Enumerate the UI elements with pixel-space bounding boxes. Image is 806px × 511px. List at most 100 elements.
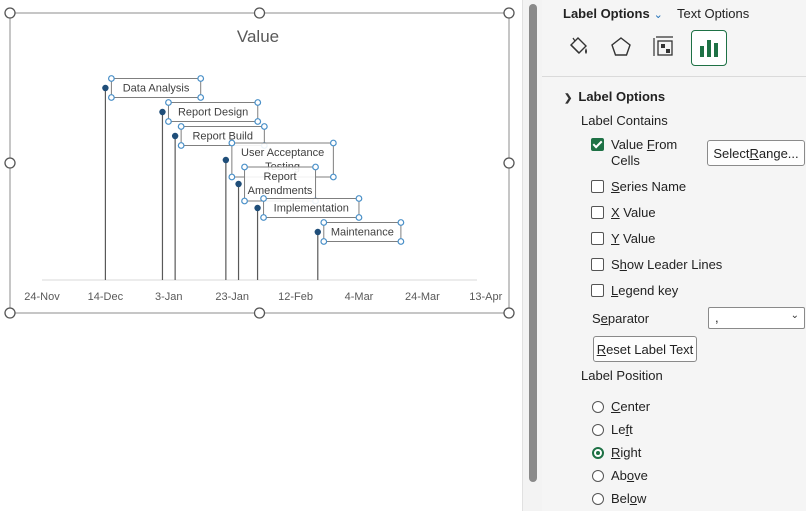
- label-selection-handle[interactable]: [197, 75, 205, 82]
- label-selection-handle[interactable]: [254, 118, 262, 125]
- data-label[interactable]: Report Build: [177, 123, 268, 149]
- checkbox-unchecked-icon: [591, 206, 604, 219]
- section-label-options-header[interactable]: ❯Label Options: [564, 89, 665, 104]
- checkbox-legend-key[interactable]: Legend key: [591, 283, 678, 298]
- data-label-box[interactable]: [110, 78, 202, 98]
- label-selection-handle[interactable]: [177, 142, 185, 149]
- checkbox-unchecked-icon: [591, 284, 604, 297]
- data-label[interactable]: Implementation: [260, 195, 363, 221]
- label-selection-handle[interactable]: [355, 195, 363, 202]
- data-label-box[interactable]: [244, 166, 317, 202]
- chart-resize-handle[interactable]: [4, 157, 16, 169]
- data-point-marker[interactable]: [102, 84, 109, 92]
- label-selection-handle[interactable]: [228, 139, 236, 147]
- label-selection-handle[interactable]: [320, 219, 328, 226]
- label-selection-handle[interactable]: [329, 173, 337, 181]
- radio-off-icon: [592, 400, 604, 413]
- label-selection-handle[interactable]: [312, 163, 319, 171]
- chart-resize-handle[interactable]: [503, 307, 515, 319]
- chart-resize-handle[interactable]: [4, 7, 16, 19]
- data-label-box[interactable]: [323, 222, 402, 242]
- label-selection-handle[interactable]: [165, 118, 172, 125]
- separator-label: Separator: [592, 311, 650, 326]
- legend-key-label: Legend key: [611, 283, 679, 298]
- collapse-triangle-icon: ❯: [564, 93, 573, 104]
- effects-icon[interactable]: [604, 30, 638, 64]
- data-label[interactable]: Report Design: [165, 99, 262, 125]
- label-selection-handle[interactable]: [254, 99, 262, 106]
- label-selection-handle[interactable]: [228, 173, 236, 181]
- radio-right[interactable]: Right: [592, 445, 641, 460]
- radio-below[interactable]: Below: [592, 491, 646, 506]
- label-selection-handle[interactable]: [397, 219, 405, 226]
- radio-off-icon: [592, 469, 604, 482]
- data-point-marker[interactable]: [235, 180, 242, 188]
- separator-dropdown[interactable]: , ⌄: [708, 307, 805, 329]
- chart-resize-handle[interactable]: [253, 307, 266, 319]
- chart-resize-handle[interactable]: [4, 307, 16, 319]
- data-label-text: Amendments: [248, 185, 313, 197]
- data-label-box[interactable]: [167, 102, 259, 122]
- label-selection-handle[interactable]: [397, 238, 405, 245]
- radio-above-label: Above: [611, 468, 648, 483]
- tab-label-options[interactable]: Label Options⌄: [563, 6, 663, 21]
- label-selection-handle[interactable]: [107, 75, 115, 82]
- data-point-marker[interactable]: [159, 108, 166, 116]
- radio-right-label: Right: [611, 445, 642, 460]
- scrollbar-thumb[interactable]: [529, 4, 537, 482]
- data-point-marker[interactable]: [314, 228, 321, 236]
- data-point-marker[interactable]: [171, 132, 179, 140]
- chart-resize-handle[interactable]: [503, 157, 515, 169]
- label-options-icon[interactable]: [691, 30, 727, 66]
- fill-line-icon[interactable]: [561, 30, 595, 64]
- label-selection-handle[interactable]: [177, 123, 185, 130]
- chart-resize-handle[interactable]: [253, 7, 266, 19]
- label-selection-handle[interactable]: [260, 195, 267, 202]
- pane-divider: [542, 76, 806, 77]
- data-label[interactable]: Data Analysis: [107, 75, 205, 101]
- checkbox-series-name[interactable]: Series Name: [591, 179, 686, 194]
- data-label[interactable]: Maintenance: [320, 219, 405, 245]
- vertical-scrollbar[interactable]: [522, 0, 543, 511]
- size-properties-icon[interactable]: [647, 30, 681, 64]
- label-selection-handle[interactable]: [329, 139, 337, 147]
- label-selection-handle[interactable]: [241, 163, 248, 171]
- checkbox-x-value[interactable]: X Value: [591, 205, 656, 220]
- label-selection-handle[interactable]: [241, 197, 248, 205]
- radio-left[interactable]: Left: [592, 422, 633, 437]
- x-tick-label: 24-Mar: [405, 291, 440, 303]
- label-selection-handle[interactable]: [355, 214, 363, 221]
- data-label-box[interactable]: [263, 198, 360, 218]
- x-tick-label: 12-Feb: [278, 291, 313, 303]
- label-selection-handle[interactable]: [107, 94, 115, 101]
- checkbox-value-from-cells[interactable]: Value From Cells: [591, 137, 677, 169]
- data-label-text: Implementation: [274, 203, 349, 215]
- chart-resize-handles[interactable]: [4, 7, 515, 319]
- radio-below-label: Below: [611, 491, 647, 506]
- checkbox-unchecked-icon: [591, 232, 604, 245]
- checkbox-show-leader-lines[interactable]: Show Leader Lines: [591, 257, 722, 272]
- radio-above[interactable]: Above: [592, 468, 648, 483]
- x-tick-label: 3-Jan: [155, 291, 183, 303]
- x-tick-label: 14-Dec: [88, 291, 124, 303]
- label-selection-handle[interactable]: [165, 99, 172, 106]
- radio-center[interactable]: Center: [592, 399, 650, 414]
- data-label-box[interactable]: [180, 126, 265, 146]
- data-point-marker[interactable]: [254, 204, 261, 212]
- tab-text-options[interactable]: Text Options: [677, 6, 750, 21]
- checkbox-y-value[interactable]: Y Value: [591, 231, 655, 246]
- chart-resize-handle[interactable]: [503, 7, 515, 19]
- label-selection-handle[interactable]: [320, 238, 328, 245]
- label-selection-handle[interactable]: [197, 94, 205, 101]
- radio-on-icon: [592, 446, 604, 459]
- data-point-marker[interactable]: [222, 156, 230, 164]
- label-selection-handle[interactable]: [260, 214, 267, 221]
- label-selection-handle[interactable]: [260, 123, 268, 130]
- value-from-cells-label: Value From Cells: [611, 137, 678, 168]
